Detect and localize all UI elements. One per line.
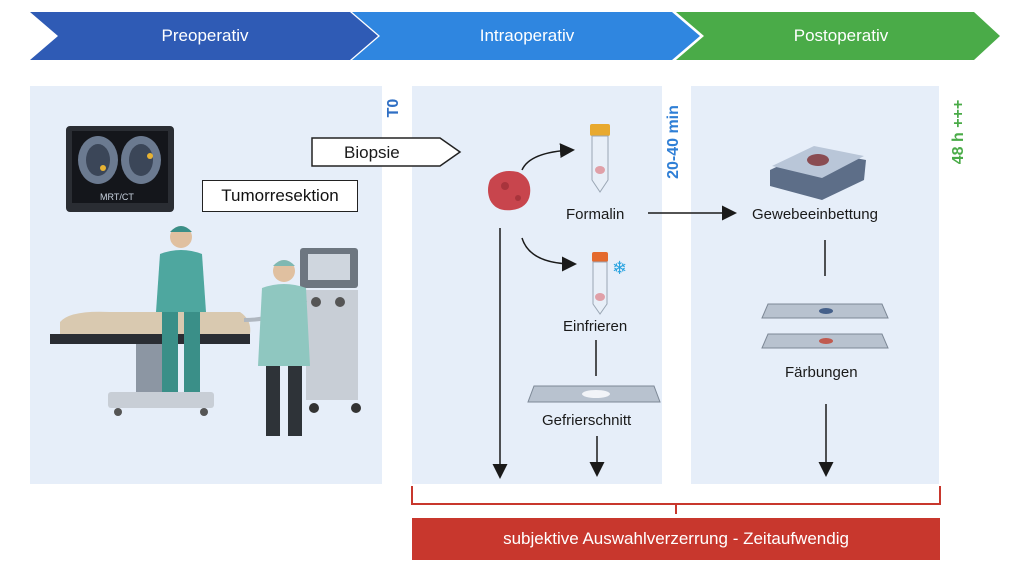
phase-label-intraop: Intraoperativ <box>479 26 575 45</box>
phase-label-preop: Preoperativ <box>161 26 249 45</box>
monitor-label: MRT/CT <box>100 192 134 202</box>
faerbungen-label: Färbungen <box>785 364 858 381</box>
surgeon-right-icon <box>258 260 310 436</box>
snowflake-icon: ❄ <box>612 258 627 279</box>
biopsie-label: Biopsie <box>344 143 400 162</box>
operating-table-icon <box>50 311 251 416</box>
biopsie-arrow-box <box>311 137 462 167</box>
formalin-tube-icon <box>590 124 610 193</box>
surgeon-left-icon <box>156 226 206 392</box>
gefrierschnitt-label: Gefrierschnitt <box>542 412 632 429</box>
tumorresektion-label: Tumorresektion <box>202 180 358 212</box>
phase-label-postop: Postoperativ <box>793 26 889 45</box>
einfrieren-label: Einfrieren <box>563 318 628 335</box>
summary-bracket <box>411 486 941 505</box>
tissue-sample-icon <box>488 171 531 211</box>
formalin-label: Formalin <box>566 206 625 223</box>
phase-chevron-preop <box>30 12 378 60</box>
phase-chevron-postop <box>676 12 1000 60</box>
mrt-ct-monitor-icon <box>66 126 174 212</box>
phase-chevron-intraop <box>352 12 700 60</box>
staining-slides-icon <box>761 303 889 349</box>
gefrierschnitt-slide-icon <box>527 385 661 403</box>
anesthesia-machine-icon <box>243 248 361 413</box>
gewebeeinbettung-label: Gewebeeinbettung <box>752 206 878 223</box>
summary-banner: subjektive Auswahlverzerrung - Zeitaufwe… <box>412 518 940 560</box>
frozen-tube-icon <box>592 252 608 315</box>
embedding-cassette-icon <box>770 146 866 200</box>
